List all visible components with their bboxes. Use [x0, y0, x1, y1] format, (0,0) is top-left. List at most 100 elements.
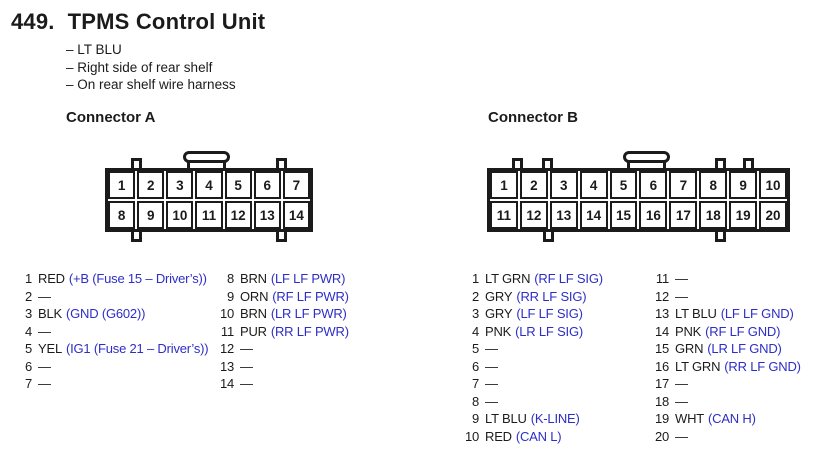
pin-row: 12— — [649, 288, 801, 306]
wire-color-label: — — [675, 428, 688, 444]
pin-number: 10 — [219, 306, 234, 321]
pin-cell-8: 8 — [699, 171, 728, 199]
pin-cell-10: 10 — [759, 171, 787, 199]
wire-color-label: — — [240, 376, 253, 391]
pin-number: 2 — [471, 288, 479, 304]
pin-number: 4 — [24, 323, 32, 339]
pin-row: 18 — — [649, 393, 801, 411]
connector-tab — [276, 158, 287, 169]
wire-color-label: RED — [485, 428, 512, 444]
wire-color-label: ORN — [240, 288, 269, 304]
pin-number: 9 — [226, 288, 234, 304]
wire-color-label: — — [240, 358, 253, 374]
note-item: – Right side of rear shelf — [66, 59, 213, 75]
pin-number: 1 — [24, 271, 32, 286]
pin-cell-7: 7 — [669, 171, 698, 199]
wire-color-label: — — [675, 376, 688, 391]
pin-row: 6— — [12, 358, 208, 376]
pin-function-label: (RR LF GND) — [724, 358, 801, 374]
connector-b-heading: Connector B — [488, 109, 578, 126]
latch-leg — [223, 162, 226, 168]
wire-color-label: — — [675, 393, 688, 409]
pin-number: 14 — [654, 323, 669, 339]
pin-cell-5: 5 — [609, 171, 638, 199]
pin-number: 7 — [471, 376, 479, 391]
pin-cell-12: 12 — [224, 201, 252, 229]
pin-number: 13 — [219, 358, 234, 374]
latch-leg — [187, 162, 190, 168]
pin-function-label: (RR LF PWR) — [270, 323, 349, 339]
pin-cell-2: 2 — [137, 171, 165, 199]
pin-function-label: (GND (G602)) — [65, 306, 146, 321]
pin-row: 7— — [12, 375, 208, 393]
pin-function-label: (LR LF GND) — [707, 341, 782, 356]
pin-function-label: (+B (Fuse 15 – Driver’s)) — [68, 271, 207, 286]
pin-number: 12 — [654, 288, 669, 304]
pin-cell-6: 6 — [253, 171, 281, 199]
wire-color-label: GRN — [675, 341, 704, 356]
pin-cell-9: 9 — [137, 201, 165, 229]
pin-number: 17 — [654, 376, 669, 391]
pin-cell-16: 16 — [639, 201, 668, 229]
wire-color-label: — — [38, 323, 51, 339]
pin-function-label: (LF LF SIG) — [516, 306, 583, 321]
wire-color-label: — — [485, 358, 498, 374]
wire-color-label: WHT — [675, 411, 704, 426]
connector-tab — [131, 231, 142, 242]
pin-number: 18 — [654, 393, 669, 409]
pin-row: 15 GRN(LR LF GND) — [649, 340, 801, 358]
pin-row: 8— — [459, 393, 603, 411]
wire-color-label: LT BLU — [675, 306, 717, 321]
pin-cell-11: 11 — [490, 201, 518, 229]
pin-row: 14— — [214, 375, 349, 393]
pin-row: 9 ORN(RF LF PWR) — [214, 288, 349, 306]
connector-tab — [543, 231, 554, 242]
wire-color-label: PUR — [240, 323, 267, 339]
pin-row: 2— — [12, 288, 208, 306]
pin-number: 1 — [471, 271, 479, 286]
pin-cell-13: 13 — [253, 201, 281, 229]
wire-color-label: — — [485, 376, 498, 391]
wire-color-label: BRN — [240, 306, 267, 321]
pin-number: 11 — [655, 271, 669, 286]
pin-row: 7— — [459, 375, 603, 393]
pin-number: 12 — [219, 341, 234, 356]
wire-color-label: RED — [38, 271, 65, 286]
pin-cell-13: 13 — [549, 201, 578, 229]
pin-cell-2: 2 — [519, 171, 548, 199]
wire-color-label: — — [675, 271, 688, 286]
pin-function-label: (RF LF PWR) — [272, 288, 349, 304]
pin-function-label: (CAN H) — [708, 411, 756, 426]
pin-number: 7 — [24, 376, 32, 391]
pin-number: 9 — [471, 411, 479, 426]
pin-function-label: (LF LF GND) — [720, 306, 794, 321]
pin-number: 4 — [471, 323, 479, 339]
wire-color-label: PNK — [485, 323, 512, 339]
pin-function-label: (IG1 (Fuse 21 – Driver’s)) — [65, 341, 209, 356]
wire-color-label: BLK — [38, 306, 62, 321]
pin-number: 20 — [654, 428, 669, 444]
pin-row: 1 RED(+B (Fuse 15 – Driver’s)) — [12, 270, 208, 288]
pin-cell-14: 14 — [579, 201, 608, 229]
latch-leg — [627, 162, 630, 168]
pin-row: 17 — — [649, 375, 801, 393]
pin-cell-19: 19 — [729, 201, 758, 229]
pin-row: 6— — [459, 358, 603, 376]
pin-function-label: (K-LINE) — [530, 411, 580, 426]
pin-cell-5: 5 — [224, 171, 252, 199]
wire-color-label: — — [485, 393, 498, 409]
latch-leg — [663, 162, 666, 168]
pin-cell-20: 20 — [759, 201, 787, 229]
pin-number: 13 — [654, 306, 669, 321]
pin-number: 2 — [24, 288, 32, 304]
pin-number: 15 — [654, 341, 669, 356]
